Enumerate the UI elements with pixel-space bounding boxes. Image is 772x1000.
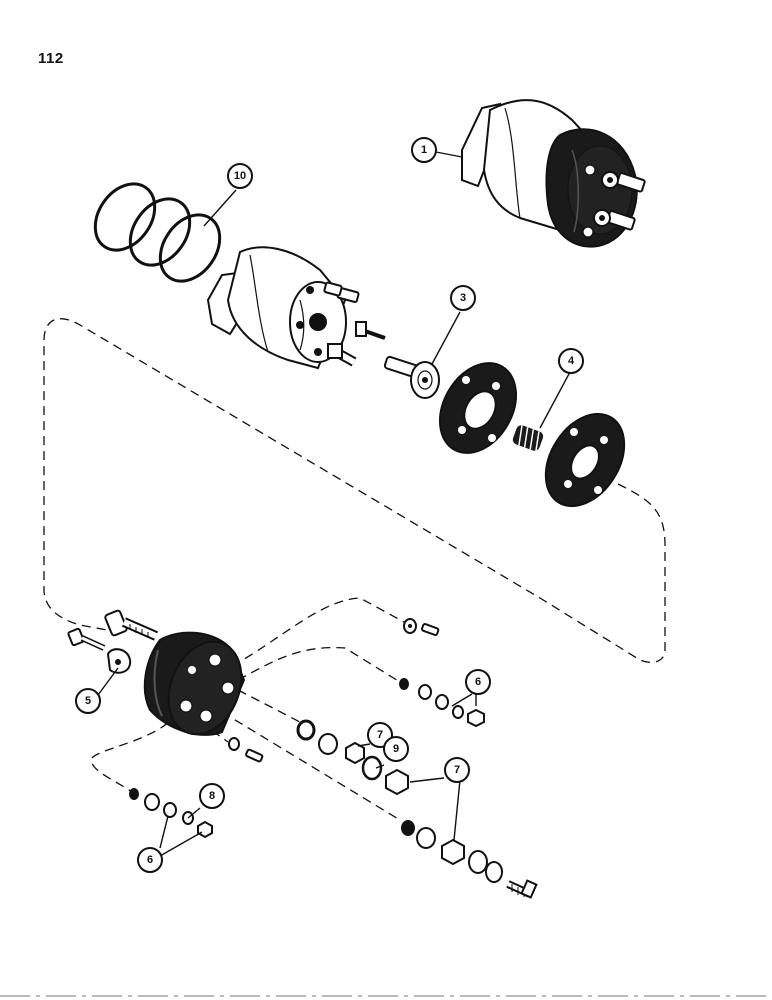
callout-9: 9 xyxy=(383,736,409,762)
leader-lines xyxy=(97,151,571,857)
callout-5: 5 xyxy=(75,688,101,714)
hardware-middle xyxy=(228,719,409,796)
callout-8-label: 8 xyxy=(209,790,215,802)
o-rings xyxy=(93,182,222,283)
contact-plate xyxy=(439,362,517,454)
spring xyxy=(512,425,544,452)
callout-9-label: 9 xyxy=(393,743,399,755)
solenoid-assembly xyxy=(461,99,646,248)
callout-7-lower: 7 xyxy=(444,757,470,783)
callout-7-upper-label: 7 xyxy=(377,729,383,741)
page-number: 112 xyxy=(38,50,64,67)
callout-10: 10 xyxy=(227,163,253,189)
hardware-upper xyxy=(399,618,485,728)
callout-10-label: 10 xyxy=(234,170,246,182)
hardware-lower xyxy=(401,820,538,899)
callout-5-label: 5 xyxy=(85,695,91,707)
callout-6-lower: 6 xyxy=(137,847,163,873)
solenoid-housing xyxy=(206,246,386,370)
end-disc xyxy=(544,412,626,508)
callout-1: 1 xyxy=(411,137,437,163)
callout-3: 3 xyxy=(450,285,476,311)
callout-8: 8 xyxy=(199,783,225,809)
callout-6-upper-label: 6 xyxy=(475,676,481,688)
plunger-contact-disc xyxy=(383,355,440,399)
callout-6-upper: 6 xyxy=(465,669,491,695)
callout-1-label: 1 xyxy=(421,144,427,156)
bolts xyxy=(67,609,159,674)
callout-3-label: 3 xyxy=(460,292,466,304)
assembly-dashed-lines xyxy=(43,318,666,821)
terminal-housing xyxy=(143,631,246,736)
callout-6-lower-label: 6 xyxy=(147,854,153,866)
callout-4: 4 xyxy=(558,348,584,374)
callout-4-label: 4 xyxy=(568,355,575,367)
callout-7-lower-label: 7 xyxy=(454,764,460,776)
hardware-bottom-left xyxy=(129,788,213,839)
